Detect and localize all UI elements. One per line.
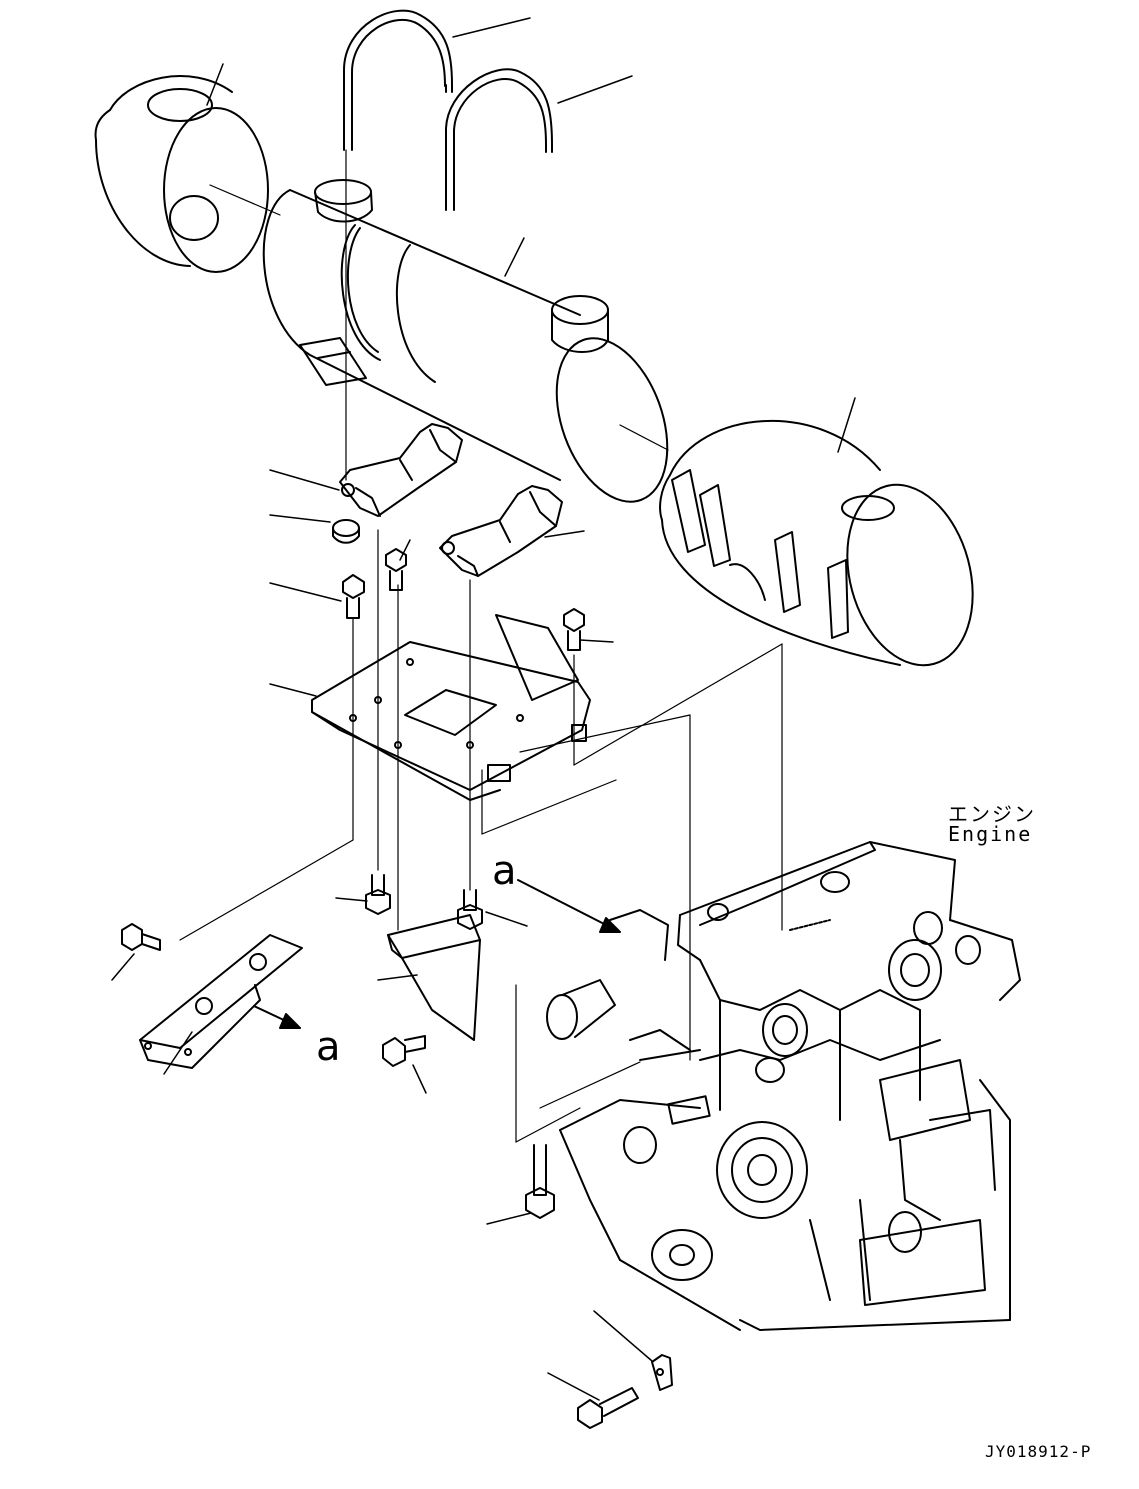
- right-heat-shield: [659, 419, 974, 667]
- u-bolt-2: [445, 68, 553, 211]
- clamp-1: [339, 423, 463, 517]
- bracket-arrow: [253, 1005, 301, 1029]
- mounting-plate: [311, 614, 591, 801]
- clamp-2: [439, 485, 563, 577]
- left-heat-shield: [94, 75, 269, 273]
- nut: [332, 519, 360, 544]
- bolt-1: [342, 574, 365, 619]
- engine-label-en: Engine: [948, 822, 1033, 846]
- leader-lines: [111, 17, 856, 1401]
- bolt-9: [577, 1387, 639, 1429]
- left-bracket: [139, 934, 303, 1069]
- view-marker-top: a: [492, 848, 517, 894]
- bolt-3: [563, 608, 585, 651]
- muffler: [262, 179, 669, 503]
- bolt-6: [121, 923, 161, 951]
- engine: [546, 841, 1021, 1331]
- center-bracket: [387, 914, 481, 1041]
- bolt-7: [382, 1035, 426, 1067]
- drawing-code: JY018912-P: [985, 1442, 1092, 1461]
- alignment-lines: [179, 149, 783, 1143]
- engine-arrow: [517, 879, 621, 933]
- bolt-4: [365, 874, 391, 915]
- u-bolt-1: [343, 9, 453, 151]
- bolt-2: [385, 548, 407, 591]
- view-marker-bottom: a: [316, 1024, 341, 1070]
- engine-label-jp: エンジン: [948, 802, 1036, 826]
- bolt-5: [457, 889, 483, 930]
- small-bracket: [651, 1354, 673, 1391]
- bolt-8: [525, 1144, 555, 1219]
- engine-cable: [789, 919, 831, 931]
